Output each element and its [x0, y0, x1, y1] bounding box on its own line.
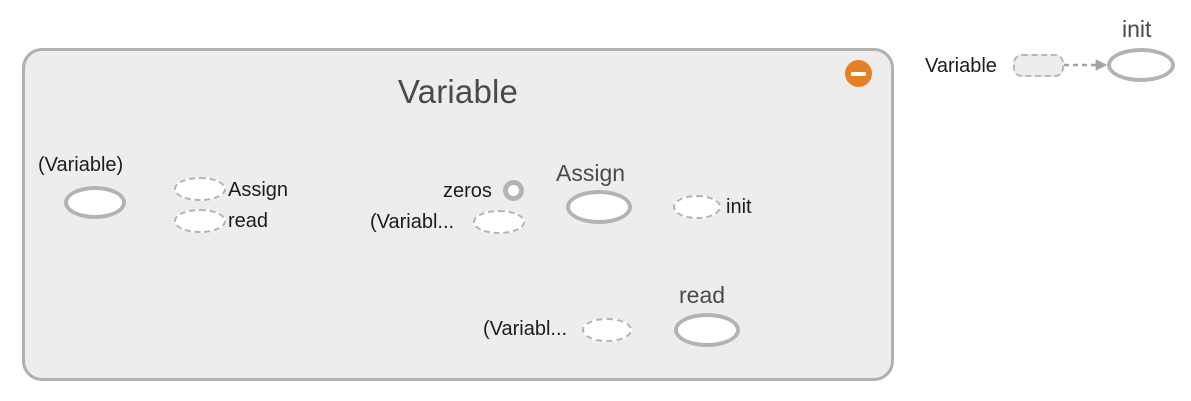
- node-assign-op[interactable]: [566, 190, 632, 224]
- node-read-proxy[interactable]: [174, 209, 226, 233]
- node-collapsed-group-variable[interactable]: [1013, 54, 1064, 77]
- node-variable-input[interactable]: [64, 186, 126, 219]
- expanded-group-variable[interactable]: Variable: [22, 48, 894, 381]
- node-label-init-op: init: [1122, 16, 1152, 42]
- node-variable-truncated-1[interactable]: [473, 210, 525, 234]
- node-variable-truncated-2[interactable]: [582, 318, 632, 342]
- node-read-op[interactable]: [674, 313, 740, 347]
- group-title: Variable: [397, 73, 519, 110]
- collapse-group-button[interactable]: [845, 60, 872, 87]
- minus-icon: [851, 71, 866, 76]
- node-zeros[interactable]: [503, 180, 524, 201]
- node-init-proxy[interactable]: [673, 195, 721, 219]
- node-init-op[interactable]: [1107, 48, 1175, 82]
- node-assign-proxy[interactable]: [174, 177, 226, 201]
- collapsed-group-label: Variable: [925, 55, 997, 77]
